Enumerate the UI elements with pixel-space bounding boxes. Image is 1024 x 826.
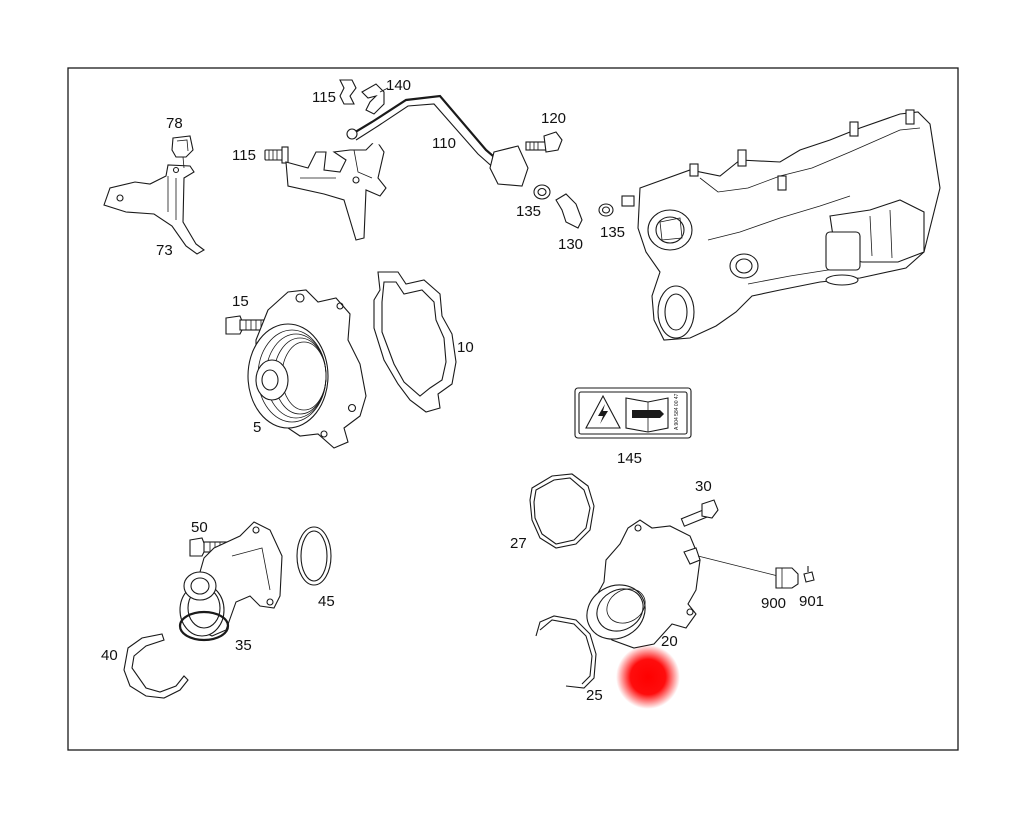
part-20-thermostat-housing[interactable]	[577, 519, 779, 650]
label-900: 900	[761, 595, 786, 612]
part-901-plug[interactable]	[803, 566, 815, 583]
label-27: 27	[510, 535, 527, 552]
label-5: 5	[253, 419, 261, 436]
label-15: 15	[232, 293, 249, 310]
part-120-bolt[interactable]	[525, 131, 563, 153]
part-5-water-pump[interactable]	[247, 289, 367, 449]
label-73: 73	[156, 242, 173, 259]
part-900-sensor[interactable]	[775, 567, 799, 589]
label-50: 50	[191, 519, 208, 536]
label-145: 145	[617, 450, 642, 467]
label-135-left: 135	[516, 203, 541, 220]
warning-label-code: A 904 584 00 47	[674, 393, 680, 430]
label-45: 45	[318, 593, 335, 610]
label-140: 140	[386, 77, 411, 94]
part-115-bolt-top[interactable]	[339, 79, 357, 105]
part-30-bolt[interactable]	[680, 499, 719, 527]
high-voltage-warning-icon	[585, 394, 621, 429]
label-120: 120	[541, 110, 566, 127]
label-78: 78	[166, 115, 183, 132]
part-25-clip[interactable]	[535, 615, 597, 689]
label-135-right: 135	[600, 224, 625, 241]
label-130: 130	[558, 236, 583, 253]
label-901: 901	[799, 593, 824, 610]
part-40-clip[interactable]	[123, 633, 189, 699]
part-135-clamp-a[interactable]	[533, 184, 551, 200]
part-73-bracket[interactable]	[103, 164, 205, 255]
part-115-bolt-left[interactable]	[264, 146, 289, 164]
label-35: 35	[235, 637, 252, 654]
label-110: 110	[432, 135, 456, 152]
part-140-clamp[interactable]	[361, 83, 389, 115]
part-45-oring[interactable]	[296, 526, 332, 586]
part-15-bolt[interactable]	[225, 315, 267, 335]
part-78-clip[interactable]	[171, 135, 194, 169]
engine-housing[interactable]	[621, 109, 941, 341]
part-10-gasket[interactable]	[373, 271, 457, 413]
part-35-flange-housing[interactable]	[178, 521, 283, 642]
label-115-left: 115	[232, 147, 256, 164]
diagram-frame	[67, 67, 959, 751]
wrench-manual-icon	[625, 397, 669, 433]
part-110-pipe[interactable]	[346, 94, 529, 187]
part-130-hose[interactable]	[555, 193, 583, 229]
label-40: 40	[101, 647, 118, 664]
label-25: 25	[586, 687, 603, 704]
label-115-top: 115	[312, 89, 336, 106]
pipe-bracket[interactable]	[285, 139, 387, 241]
part-27-oring[interactable]	[529, 473, 595, 549]
part-135-clamp-b[interactable]	[598, 203, 614, 217]
part-145-warning-label[interactable]: A 904 584 00 47	[574, 387, 692, 439]
label-10: 10	[457, 339, 474, 356]
label-30: 30	[695, 478, 712, 495]
label-20: 20	[661, 633, 678, 650]
highlight-marker	[616, 645, 680, 709]
